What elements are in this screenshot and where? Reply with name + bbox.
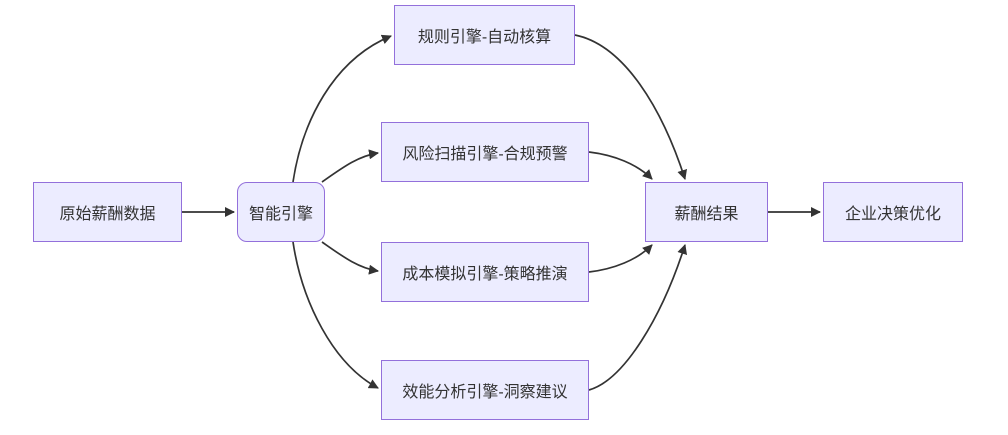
edge-engine-to-efficiency [292, 241, 379, 389]
node-enterprise-decision-optimization-label: 企业决策优化 [844, 206, 941, 223]
edge-engine-to-rules [292, 34, 392, 183]
node-enterprise-decision-optimization: 企业决策优化 [823, 182, 963, 242]
node-raw-salary-data: 原始薪酬数据 [33, 182, 182, 242]
node-rules-engine: 规则引擎-自动核算 [394, 5, 575, 65]
node-risk-scan-engine: 风险扫描引擎-合规预警 [381, 122, 589, 182]
node-efficiency-analysis-engine-label: 效能分析引擎-洞察建议 [402, 384, 568, 401]
node-salary-result-label: 薪酬结果 [674, 206, 739, 223]
node-risk-scan-engine-label: 风险扫描引擎-合规预警 [402, 146, 568, 163]
node-smart-engine: 智能引擎 [237, 182, 325, 242]
edge-risk-to-result [588, 151, 653, 180]
node-cost-simulation-engine: 成本模拟引擎-策略推演 [381, 242, 589, 302]
edge-cost-to-result [588, 244, 653, 273]
edge-rules-to-result [574, 34, 687, 180]
node-cost-simulation-engine-label: 成本模拟引擎-策略推演 [402, 266, 568, 283]
node-rules-engine-label: 规则引擎-自动核算 [417, 29, 552, 46]
edge-efficiency-to-result [588, 244, 688, 391]
edge-engine-to-cost [321, 241, 379, 275]
node-smart-engine-label: 智能引擎 [248, 206, 313, 223]
node-raw-salary-data-label: 原始薪酬数据 [59, 206, 156, 223]
node-salary-result: 薪酬结果 [645, 182, 768, 242]
edge-engine-to-risk [321, 149, 379, 183]
node-efficiency-analysis-engine: 效能分析引擎-洞察建议 [381, 360, 589, 420]
